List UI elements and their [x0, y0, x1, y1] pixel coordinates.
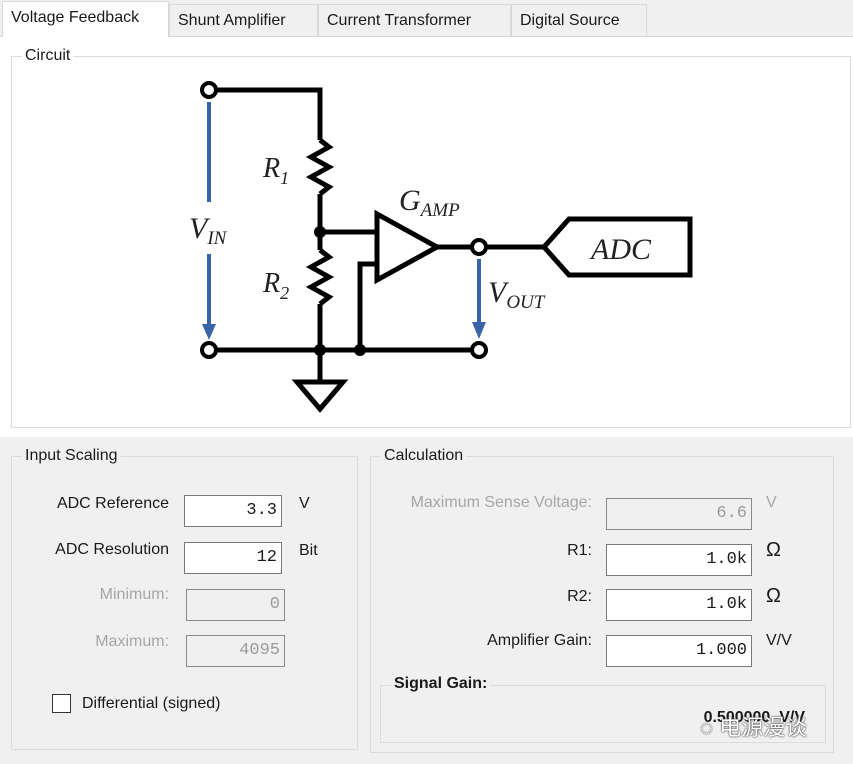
adc-block	[540, 216, 693, 278]
resistor-r2	[305, 248, 335, 306]
amplifier-gain-label: Amplifier Gain:	[487, 632, 592, 649]
junction-dot	[314, 344, 326, 356]
watermark: ◌ 电源漫谈	[700, 715, 808, 740]
wechat-icon: ◌	[700, 715, 714, 740]
input-scaling-group: Input Scaling ADC Reference 3.3 V ADC Re…	[11, 446, 358, 750]
adc-resolution-label: ADC Resolution	[55, 541, 169, 558]
tab-shunt-amplifier[interactable]: Shunt Amplifier	[169, 4, 318, 36]
tab-current-transformer[interactable]: Current Transformer	[318, 4, 511, 36]
tab-voltage-feedback[interactable]: Voltage Feedback	[2, 1, 169, 37]
tab-page: Circuit	[0, 36, 853, 437]
ohm-icon: Ω	[766, 539, 781, 561]
vin-arrowhead-icon	[202, 324, 216, 340]
r1-label: R1:	[567, 542, 592, 559]
wire-top	[216, 87, 323, 140]
input-scaling-title: Input Scaling	[22, 446, 121, 466]
circuit-group: Circuit	[11, 46, 851, 428]
calculation-title: Calculation	[381, 446, 467, 466]
label-vout: VOUT	[488, 276, 546, 313]
resistor-r1	[305, 138, 335, 196]
adc-reference-label: ADC Reference	[56, 495, 169, 512]
calculation-group: Calculation Maximum Sense Voltage: 6.6 V…	[370, 446, 834, 753]
maximum-label: Maximum:	[95, 633, 169, 650]
junction-dot	[314, 226, 326, 238]
differential-label: Differential (signed)	[82, 695, 221, 712]
r2-label: R2:	[567, 588, 592, 605]
ohm-icon: Ω	[766, 585, 781, 607]
signal-gain-group: Signal Gain: 0.500000 V/V	[380, 674, 826, 743]
minimum-label: Minimum:	[99, 586, 169, 603]
amplifier-gain-input[interactable]: 1.000	[606, 635, 752, 667]
circuit-title: Circuit	[22, 46, 74, 66]
amplifier-triangle	[374, 209, 443, 285]
max-sense-voltage-unit: V	[766, 494, 777, 511]
label-gamp: GAMP	[399, 184, 460, 221]
terminal-vout-bottom	[470, 341, 488, 359]
amplifier-gain-unit: V/V	[766, 632, 792, 649]
vout-arrowhead-icon	[472, 322, 486, 339]
ground-symbol	[291, 379, 349, 413]
adc-reference-input[interactable]: 3.3	[184, 495, 282, 527]
adc-reference-unit: V	[299, 495, 310, 512]
junction-dot	[354, 344, 366, 356]
r2-input[interactable]: 1.0k	[606, 589, 752, 621]
label-r2: R2	[262, 268, 289, 303]
signal-gain-title: Signal Gain:	[391, 674, 491, 694]
label-vin: VIN	[189, 212, 228, 249]
differential-checkbox[interactable]	[52, 694, 71, 713]
circuit-diagram: R1 R2 VIN GAMP VOUT ADC	[189, 81, 693, 413]
terminal-vout-top	[470, 238, 488, 256]
adc-resolution-unit: Bit	[299, 542, 318, 559]
tab-bar: Voltage Feedback Shunt Amplifier Current…	[0, 0, 853, 37]
minimum-input[interactable]: 0	[186, 589, 285, 621]
label-r1: R1	[262, 153, 289, 188]
max-sense-voltage-input[interactable]: 6.6	[606, 498, 752, 530]
tab-digital-source[interactable]: Digital Source	[511, 4, 647, 36]
signal-gain-value: 0.500000 V/V	[703, 709, 805, 726]
adc-resolution-input[interactable]: 12	[184, 542, 282, 574]
wire-feedback	[357, 261, 377, 350]
label-adc: ADC	[589, 233, 652, 266]
max-sense-voltage-label: Maximum Sense Voltage:	[410, 494, 592, 511]
terminal-vin-bottom	[200, 341, 218, 359]
r1-input[interactable]: 1.0k	[606, 544, 752, 576]
lower-panel: Input Scaling ADC Reference 3.3 V ADC Re…	[0, 437, 853, 764]
terminal-vin-top	[200, 81, 218, 99]
maximum-input[interactable]: 4095	[186, 635, 285, 667]
